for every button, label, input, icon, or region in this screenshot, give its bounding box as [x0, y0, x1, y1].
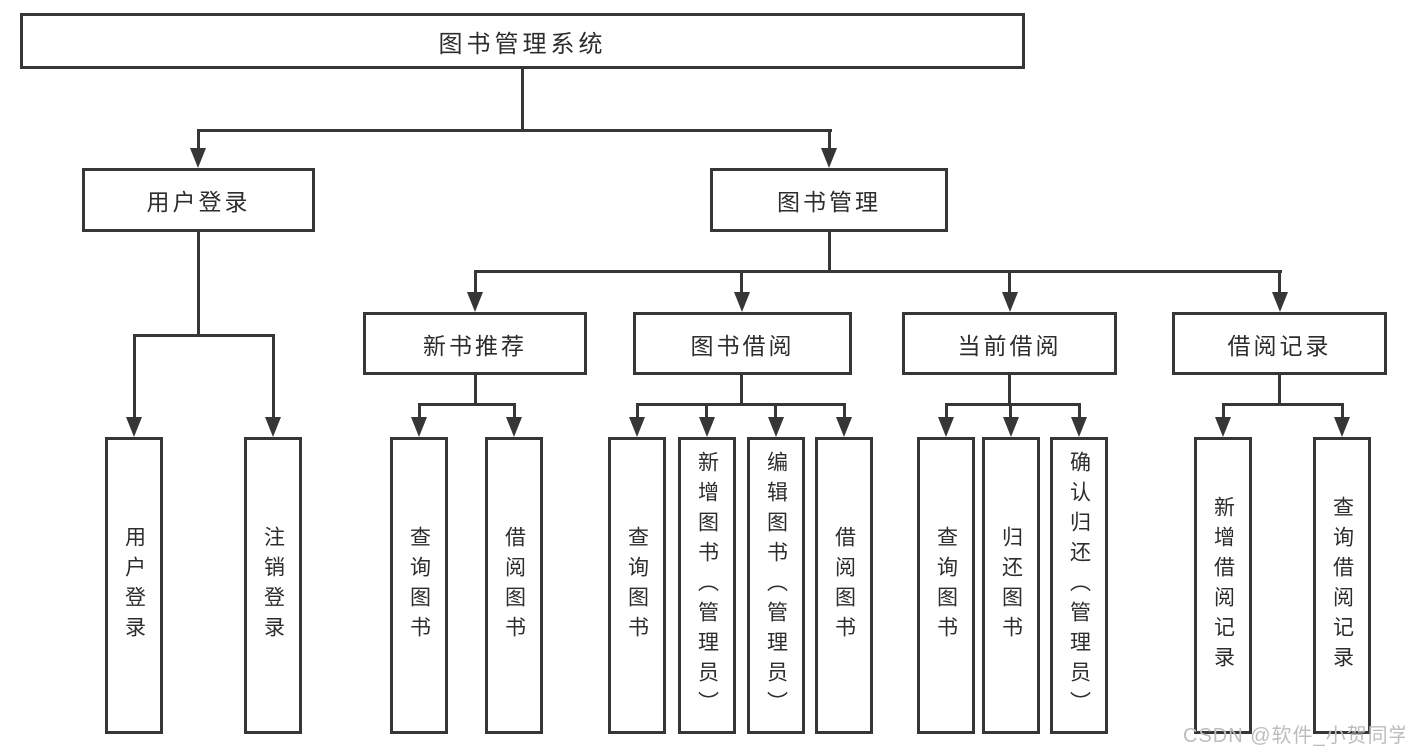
connector-line — [272, 334, 275, 418]
leaf-label: 注销登录 — [261, 525, 285, 646]
connector-line — [513, 403, 516, 420]
leaf-confirm-return-admin: 确认归还（管理员） — [1050, 437, 1108, 734]
arrow-down-icon — [1003, 417, 1019, 437]
leaf-label: 借阅图书 — [832, 525, 856, 646]
connector-line — [1222, 403, 1225, 420]
leaf-label: 编辑图书（管理员） — [764, 450, 788, 721]
connector-line — [740, 270, 743, 294]
node-new-book-recommend: 新书推荐 — [363, 312, 587, 375]
leaf-edit-book-admin: 编辑图书（管理员） — [747, 437, 805, 734]
leaf-label: 归还图书 — [999, 525, 1023, 646]
connector-line — [197, 129, 200, 151]
arrow-down-icon — [411, 417, 427, 437]
connector-line — [133, 334, 275, 337]
connector-line — [945, 403, 948, 420]
node-current-borrow: 当前借阅 — [902, 312, 1117, 375]
arrow-down-icon — [629, 417, 645, 437]
connector-line — [1008, 270, 1011, 294]
arrow-down-icon — [836, 417, 852, 437]
arrow-down-icon — [768, 417, 784, 437]
arrow-down-icon — [1272, 292, 1288, 312]
connector-line — [828, 232, 831, 272]
leaf-label: 借阅图书 — [502, 525, 526, 646]
arrow-down-icon — [190, 148, 206, 168]
leaf-label: 查询图书 — [407, 525, 431, 646]
arrow-down-icon — [467, 292, 483, 312]
leaf-return-book: 归还图书 — [982, 437, 1040, 734]
arrow-down-icon — [265, 417, 281, 437]
node-borrow-records: 借阅记录 — [1172, 312, 1387, 375]
connector-line — [843, 403, 846, 420]
connector-line — [774, 403, 777, 420]
node-book-management: 图书管理 — [710, 168, 948, 232]
leaf-add-book-admin: 新增图书（管理员） — [678, 437, 736, 734]
arrow-down-icon — [938, 417, 954, 437]
connector-line — [1222, 403, 1344, 406]
arrow-down-icon — [126, 417, 142, 437]
arrow-down-icon — [1071, 417, 1087, 437]
node-book-borrow: 图书借阅 — [633, 312, 852, 375]
arrow-down-icon — [1002, 292, 1018, 312]
node-library-system: 图书管理系统 — [20, 13, 1025, 69]
arrow-down-icon — [699, 417, 715, 437]
leaf-add-borrow-record: 新增借阅记录 — [1194, 437, 1252, 734]
arrow-down-icon — [1334, 417, 1350, 437]
connector-line — [133, 334, 136, 418]
leaf-query-borrow-record: 查询借阅记录 — [1313, 437, 1371, 734]
connector-line — [1078, 403, 1081, 420]
leaf-label: 查询图书 — [934, 525, 958, 646]
connector-line — [474, 270, 1282, 273]
arrow-down-icon — [1215, 417, 1231, 437]
connector-line — [1278, 375, 1281, 405]
connector-line — [945, 403, 1081, 406]
connector-line — [474, 270, 477, 294]
leaf-borrow-books-recommend: 借阅图书 — [485, 437, 543, 734]
arrow-down-icon — [734, 292, 750, 312]
connector-line — [1278, 270, 1281, 294]
connector-line — [705, 403, 708, 420]
connector-line — [740, 375, 743, 405]
leaf-user-login: 用户登录 — [105, 437, 163, 734]
leaf-logout: 注销登录 — [244, 437, 302, 734]
leaf-label: 用户登录 — [122, 525, 146, 646]
connector-line — [828, 129, 831, 151]
leaf-label: 确认归还（管理员） — [1067, 450, 1091, 721]
node-user-login: 用户登录 — [82, 168, 315, 232]
leaf-query-books-borrow: 查询图书 — [608, 437, 666, 734]
leaf-label: 查询借阅记录 — [1330, 495, 1354, 676]
leaf-label: 新增图书（管理员） — [695, 450, 719, 721]
arrow-down-icon — [506, 417, 522, 437]
leaf-query-books-recommend: 查询图书 — [390, 437, 448, 734]
connector-line — [418, 403, 516, 406]
connector-line — [197, 129, 832, 132]
connector-line — [418, 403, 421, 420]
connector-line — [1341, 403, 1344, 420]
connector-line — [1009, 403, 1012, 420]
leaf-label: 查询图书 — [625, 525, 649, 646]
connector-line — [636, 403, 846, 406]
leaf-borrow-books: 借阅图书 — [815, 437, 873, 734]
leaf-query-books-current: 查询图书 — [917, 437, 975, 734]
connector-line — [1008, 375, 1011, 405]
arrow-down-icon — [821, 148, 837, 168]
leaf-label: 新增借阅记录 — [1211, 495, 1235, 676]
watermark-text: CSDN @软件_小贺同学 — [1183, 725, 1405, 747]
connector-line — [197, 232, 200, 336]
connector-line — [636, 403, 639, 420]
connector-line — [474, 375, 477, 405]
connector-line — [521, 69, 524, 131]
